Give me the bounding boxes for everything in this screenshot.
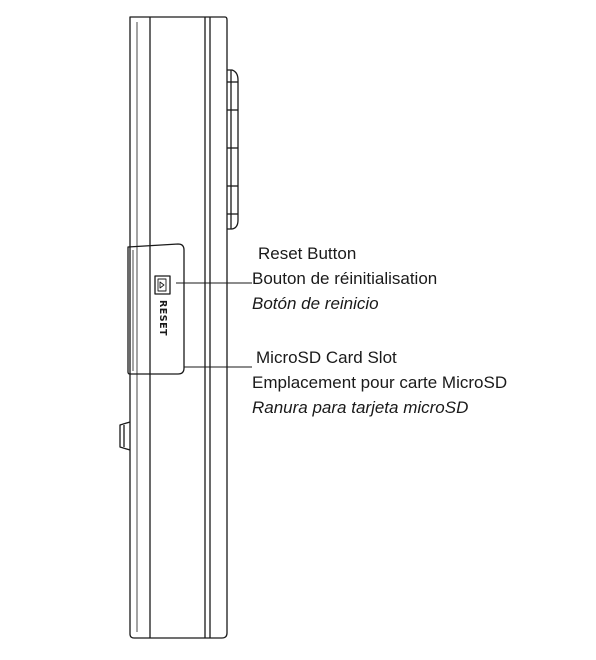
microsd-slot-callout: MicroSD Card Slot Emplacement pour carte… [252, 345, 507, 420]
microsd-callout-title: MicroSD Card Slot [256, 348, 397, 367]
reset-callout-spanish: Botón de reinicio [252, 294, 379, 313]
reset-label: RESET [157, 300, 168, 336]
reset-callout-french: Bouton de réinitialisation [252, 269, 438, 288]
reset-button-callout: Reset Button Bouton de réinitialisation … [252, 241, 437, 316]
microsd-callout-french: Emplacement pour carte MicroSD [252, 373, 508, 392]
side-clip [119, 421, 131, 451]
reset-callout-title: Reset Button [258, 244, 357, 263]
microsd-callout-spanish: Ranura para tarjeta microSD [252, 398, 469, 417]
device-body-outline [129, 16, 228, 639]
side-buttons [227, 69, 239, 230]
microsd-slot-cover [127, 243, 185, 375]
microsd-card-icon [154, 275, 171, 295]
